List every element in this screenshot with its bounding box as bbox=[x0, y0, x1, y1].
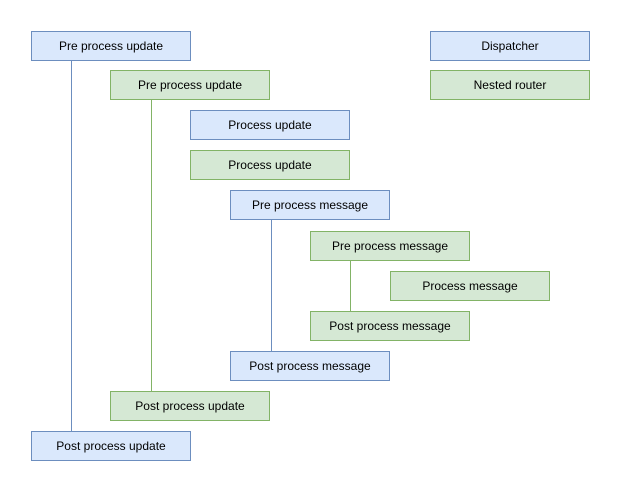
node-post-process-update-green: Post process update bbox=[110, 391, 270, 421]
node-post-process-message-blue: Post process message bbox=[230, 351, 390, 381]
connector-green-3 bbox=[350, 261, 351, 311]
legend-dispatcher: Dispatcher bbox=[430, 31, 590, 61]
node-post-process-message-green: Post process message bbox=[310, 311, 470, 341]
legend-nested-router: Nested router bbox=[430, 70, 590, 100]
node-process-message-green: Process message bbox=[390, 271, 550, 301]
node-process-update-green: Process update bbox=[190, 150, 350, 180]
node-process-update-blue: Process update bbox=[190, 110, 350, 140]
node-pre-process-message-green: Pre process message bbox=[310, 231, 470, 261]
node-post-process-update-blue: Post process update bbox=[31, 431, 191, 461]
connector-blue-2 bbox=[271, 220, 272, 351]
connector-blue-0 bbox=[71, 61, 72, 431]
node-pre-process-update-green: Pre process update bbox=[110, 70, 270, 100]
connector-green-1 bbox=[151, 100, 152, 391]
node-pre-process-update-blue: Pre process update bbox=[31, 31, 191, 61]
node-pre-process-message-blue: Pre process message bbox=[230, 190, 390, 220]
